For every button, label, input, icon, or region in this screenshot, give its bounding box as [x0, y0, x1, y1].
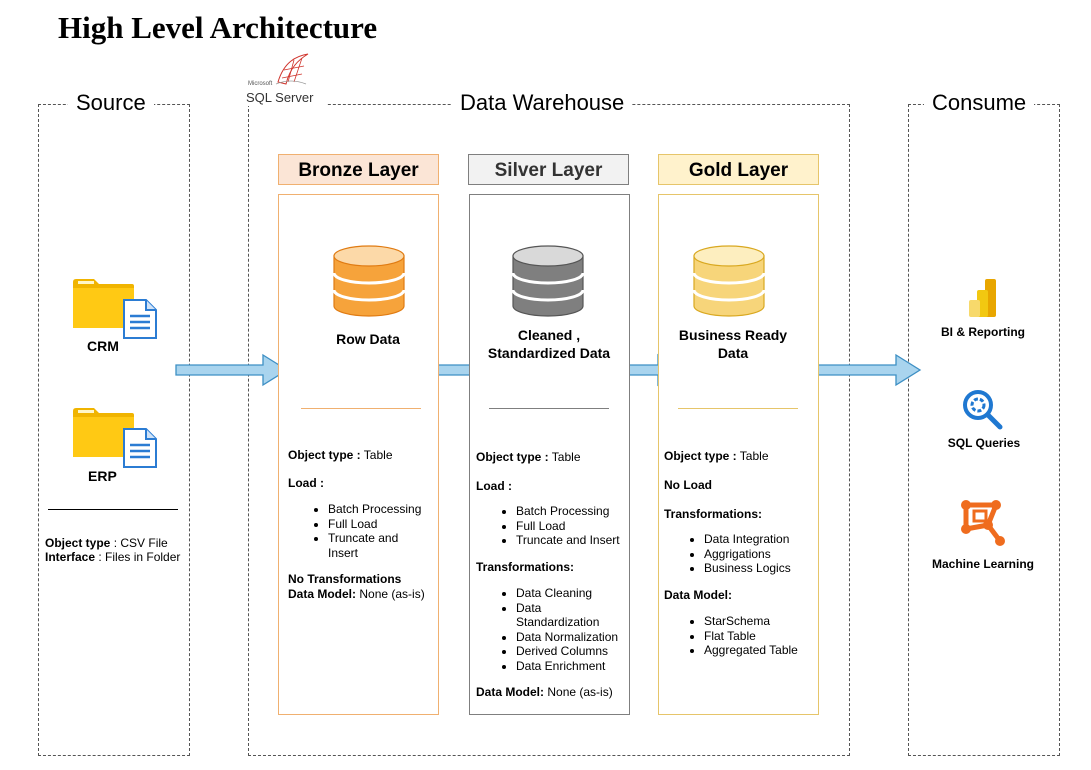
power-bi-icon: [969, 279, 996, 317]
gold-divider: [678, 408, 798, 409]
silver-transformations-label: Transformations:: [476, 560, 575, 574]
bronze-data-model-label: Data Model:: [288, 587, 357, 601]
list-item: Full Load: [328, 517, 421, 532]
crm-folder-icon: [73, 279, 157, 339]
sql-server-icon: [275, 53, 309, 85]
source-group-label: Source: [68, 90, 154, 116]
sql-queries-icon: [963, 390, 1003, 430]
bronze-load-list: Batch Processing Full Load Truncate and …: [288, 502, 421, 560]
silver-data-model: Data Model: None (as-is): [476, 685, 613, 699]
silver-object-type-label: Object type :: [476, 450, 549, 464]
gold-transformations-label: Transformations:: [664, 507, 763, 521]
list-item: Derived Columns: [516, 644, 618, 659]
sql-server-microsoft-text: Microsoft: [248, 81, 273, 87]
list-item: Aggrigations: [704, 547, 791, 562]
source-object-type-label: Object type: [45, 536, 111, 550]
bronze-database-icon: [332, 245, 406, 317]
bronze-data-model: Data Model: None (as-is): [288, 587, 425, 601]
arrow-source-to-bronze: [175, 353, 289, 387]
consume-group-label: Consume: [924, 90, 1035, 116]
bronze-divider: [301, 408, 421, 409]
list-item: Insert: [328, 545, 359, 560]
gold-transform-list: Data Integration Aggrigations Business L…: [664, 532, 791, 576]
gold-db-label-line2: Data: [717, 345, 749, 361]
gold-object-type-label: Object type :: [664, 449, 737, 463]
list-item: Batch Processing: [328, 502, 421, 517]
silver-load-label: Load :: [476, 479, 512, 493]
arrow-gold-to-consume: [808, 353, 922, 387]
machine-learning-icon: [961, 500, 1005, 546]
bronze-load-label: Load :: [288, 476, 324, 490]
source-crm-label: CRM: [87, 338, 119, 354]
gold-data-model-label: Data Model:: [664, 588, 733, 602]
silver-object-type: Object type : Table: [476, 450, 581, 464]
list-item: Standardization: [516, 615, 600, 629]
gold-db-label-line1: Business Ready: [678, 327, 788, 343]
bronze-transformations-label: No Transformations: [288, 572, 402, 586]
silver-db-label-line2: Standardized Data: [487, 345, 611, 361]
source-object-type: Object type : CSV File: [45, 536, 168, 550]
silver-object-type-value: Table: [548, 450, 581, 464]
list-item: Flat Table: [704, 629, 798, 644]
bronze-data-model-value: None (as-is): [356, 587, 425, 601]
silver-load-list: Batch Processing Full Load Truncate and …: [476, 504, 620, 548]
silver-layer-header: Silver Layer: [468, 154, 629, 185]
bronze-object-type: Object type : Table: [288, 448, 393, 462]
list-item: Batch Processing: [516, 504, 620, 519]
source-interface: Interface : Files in Folder: [45, 550, 180, 564]
list-item: Aggregated Table: [704, 643, 798, 658]
gold-load-label: No Load: [664, 478, 712, 492]
source-object-type-value: : CSV File: [110, 536, 168, 550]
erp-folder-icon: [73, 408, 157, 468]
consume-ml-label: Machine Learning: [931, 557, 1035, 571]
silver-database-icon: [511, 245, 585, 317]
list-item: Data Cleaning: [516, 586, 618, 601]
list-item: Full Load: [516, 519, 620, 534]
silver-data-model-label: Data Model:: [476, 685, 545, 699]
bronze-db-label: Row Data: [336, 331, 400, 347]
bronze-object-type-label: Object type :: [288, 448, 361, 462]
bronze-object-type-value: Table: [360, 448, 393, 462]
list-item: Data Integration: [704, 532, 791, 547]
gold-database-icon: [692, 245, 766, 317]
gold-object-type: Object type : Table: [664, 449, 769, 463]
gold-model-list: StarSchema Flat Table Aggregated Table: [664, 614, 798, 658]
silver-transform-list: Data Cleaning Data Standardization Data …: [476, 586, 618, 673]
list-item: Truncate and Insert: [516, 533, 620, 548]
silver-data-model-value: None (as-is): [544, 685, 613, 699]
sql-server-text: SQL Server: [246, 90, 314, 105]
gold-layer-header: Gold Layer: [658, 154, 819, 185]
source-erp-label: ERP: [88, 468, 117, 484]
source-interface-label: Interface: [45, 550, 96, 564]
silver-db-label-line1: Cleaned ,: [517, 327, 581, 343]
warehouse-group-label: Data Warehouse: [452, 90, 633, 116]
list-item: Data Normalization: [516, 630, 618, 645]
page-title: High Level Architecture: [58, 10, 378, 45]
list-item: Truncate and: [328, 531, 421, 546]
list-item: StarSchema: [704, 614, 798, 629]
gold-object-type-value: Table: [736, 449, 769, 463]
list-item: Data: [516, 601, 618, 616]
source-divider: [48, 509, 178, 510]
list-item: Data Enrichment: [516, 659, 618, 674]
silver-divider: [489, 408, 609, 409]
consume-bi-label: BI & Reporting: [941, 325, 1025, 339]
consume-sql-label: SQL Queries: [947, 436, 1021, 450]
source-interface-value: : Files in Folder: [95, 550, 181, 564]
list-item: Business Logics: [704, 561, 791, 576]
sql-server-logo: Microsoft SQL Server: [246, 52, 326, 106]
bronze-layer-header: Bronze Layer: [278, 154, 439, 185]
